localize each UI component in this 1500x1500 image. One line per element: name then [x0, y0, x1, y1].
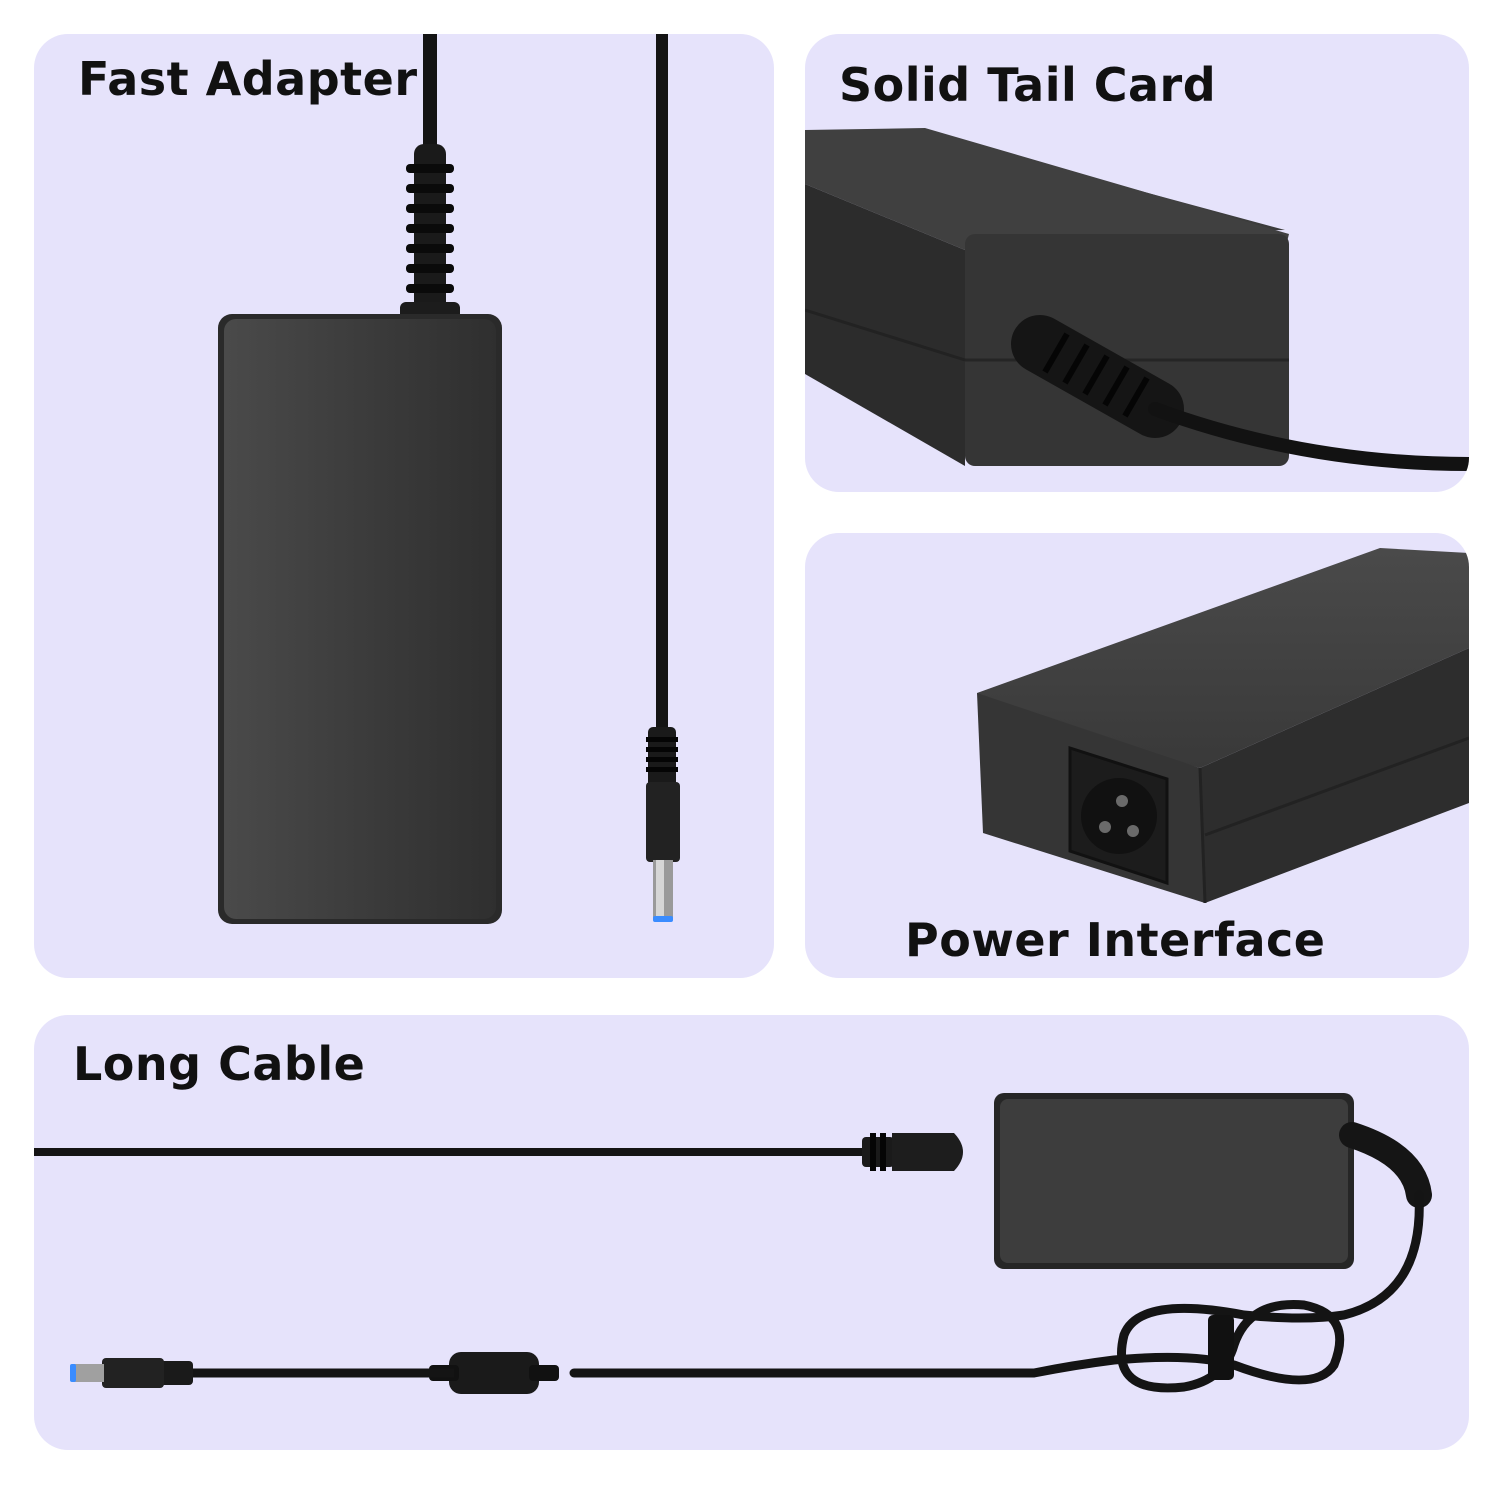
power-interface-title: Power Interface — [905, 913, 1326, 967]
cable-tie-icon — [1208, 1315, 1234, 1380]
power-adapter-icon — [805, 128, 1289, 466]
power-adapter-icon — [218, 314, 502, 924]
fast-adapter-title: Fast Adapter — [78, 52, 418, 106]
long-cable-illustration — [34, 1093, 1432, 1394]
long-cable-panel: Long Cable — [34, 1015, 1469, 1450]
ac-socket-icon — [1068, 745, 1169, 886]
adapter-top-cable — [423, 34, 437, 149]
fast-adapter-illustration — [218, 34, 680, 924]
dc-plug-icon — [70, 1358, 193, 1388]
power-interface-panel: Power Interface — [805, 533, 1469, 978]
dc-output-cable — [656, 34, 668, 734]
strain-relief-icon — [1339, 1122, 1432, 1208]
ac-plug-icon — [862, 1133, 963, 1171]
fast-adapter-panel: Fast Adapter — [34, 34, 774, 978]
solid-tail-card-illustration — [805, 128, 1469, 471]
adapter-cable — [1148, 402, 1469, 471]
strain-relief-icon — [400, 144, 460, 322]
power-interface-illustration — [977, 548, 1469, 904]
power-adapter-icon — [994, 1093, 1354, 1269]
power-adapter-icon — [977, 548, 1469, 904]
dc-plug-icon — [646, 727, 680, 922]
solid-tail-card-title: Solid Tail Card — [839, 58, 1217, 112]
solid-tail-card-panel: Solid Tail Card — [805, 34, 1469, 492]
long-cable-title: Long Cable — [73, 1037, 366, 1091]
strain-relief-icon — [1011, 315, 1184, 438]
